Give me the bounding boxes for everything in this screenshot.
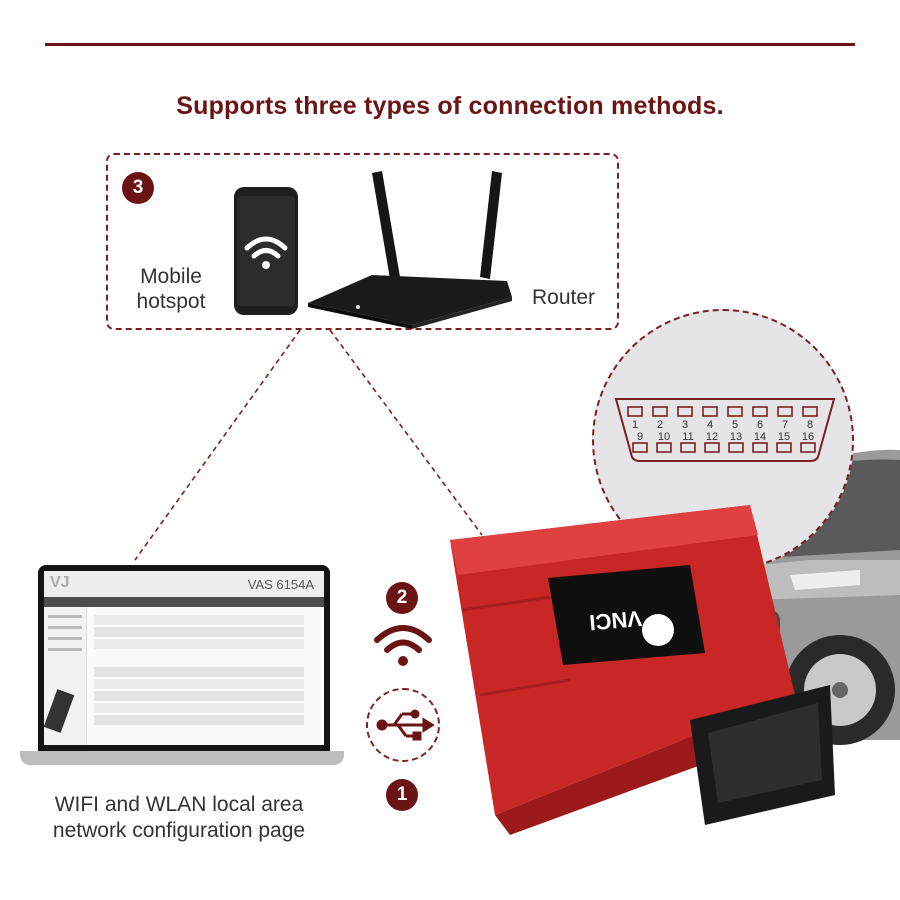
screen-header: VJ VAS 6154A (44, 571, 324, 598)
bottom-pin-16 (800, 442, 816, 453)
laptop: VJ VAS 6154A (20, 565, 344, 781)
screen-sidebar (43, 607, 87, 745)
method-2-badge: 2 (386, 582, 418, 614)
bottom-pin-label-11: 11 (682, 431, 693, 443)
bottom-pin-label-9: 9 (637, 431, 643, 443)
top-pin-label-1: 1 (632, 419, 638, 431)
mobile-label-line2: hotspot (136, 290, 206, 313)
method-1-badge: 1 (386, 779, 418, 811)
phone-icon (234, 187, 298, 315)
usb-icon (376, 709, 435, 741)
bottom-pin-12 (704, 442, 720, 453)
bottom-pin-label-16: 16 (802, 431, 814, 443)
bottom-pin-10 (656, 442, 672, 453)
top-divider (45, 43, 855, 46)
top-pin-label-6: 6 (757, 419, 763, 431)
router-label: Router (532, 286, 596, 309)
top-pin-1 (627, 406, 643, 417)
screen-tabbar (44, 597, 324, 607)
hotspot-router-box (106, 153, 619, 330)
top-pin-8 (802, 406, 818, 417)
bottom-pin-9 (632, 442, 648, 453)
screen-logo: VJ (50, 574, 70, 591)
screen-title: VAS 6154A (247, 577, 314, 592)
top-pin-3 (677, 406, 693, 417)
mobile-label-line1: Mobile (140, 265, 202, 288)
bottom-pin-14 (752, 442, 768, 453)
top-pin-label-4: 4 (707, 419, 713, 431)
top-pin-4 (702, 406, 718, 417)
page-title: Supports three types of connection metho… (176, 92, 724, 120)
bottom-pin-11 (680, 442, 696, 453)
mobile-hotspot-label: Mobile hotspot (132, 264, 210, 314)
bottom-pin-label-12: 12 (706, 431, 718, 443)
top-pin-label-7: 7 (782, 419, 788, 431)
laptop-base (20, 751, 344, 765)
bottom-pin-13 (728, 442, 744, 453)
screen-form (94, 615, 304, 727)
bottom-pin-label-13: 13 (730, 431, 742, 443)
device-brand-text: VNCI (588, 606, 643, 635)
method-3-badge: 3 (122, 172, 154, 204)
bottom-pin-label-10: 10 (658, 431, 670, 443)
vnci-device: VNCI (450, 505, 835, 835)
top-pin-label-3: 3 (682, 419, 688, 431)
top-pin-label-2: 2 (657, 419, 663, 431)
bottom-pin-label-14: 14 (754, 431, 766, 443)
top-pin-5 (727, 406, 743, 417)
laptop-caption-line1: WIFI and WLAN local area (54, 793, 304, 816)
laptop-caption: WIFI and WLAN local area network configu… (34, 792, 324, 844)
top-pin-label-8: 8 (807, 419, 813, 431)
usb-circle (366, 688, 440, 762)
top-pin-label-5: 5 (732, 419, 738, 431)
router-icon (308, 171, 512, 329)
top-pin-2 (652, 406, 668, 417)
bottom-pin-15 (776, 442, 792, 453)
wifi-icon (244, 236, 288, 269)
laptop-screen: VJ VAS 6154A (43, 571, 324, 745)
wifi-icon (374, 625, 432, 666)
bottom-pin-label-15: 15 (778, 431, 790, 443)
top-pin-7 (777, 406, 793, 417)
laptop-caption-line2: network configuration page (52, 819, 306, 842)
top-pin-6 (752, 406, 768, 417)
